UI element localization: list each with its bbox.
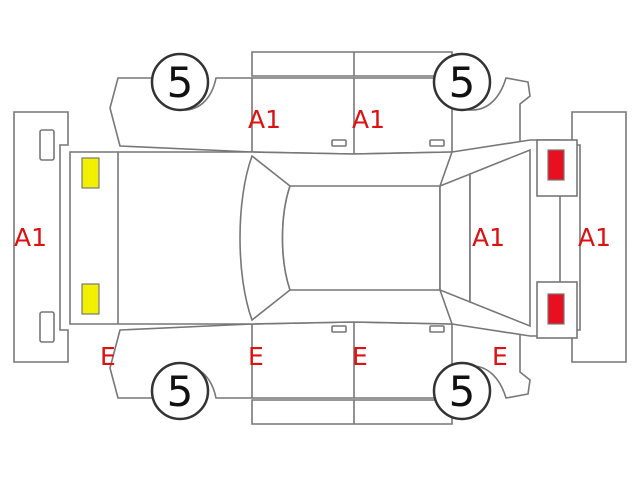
roof [281, 185, 441, 291]
front-bumper [13, 111, 69, 363]
top-side-skirt [251, 51, 453, 77]
wheel-rear-left: 5 [432, 52, 492, 112]
wheel-grade-rear-right: 5 [449, 367, 476, 416]
code-rear-fender-bottom: E [492, 342, 508, 371]
front-lamp-top [81, 157, 100, 189]
rear-lamp-top [547, 149, 565, 181]
rear-lamp-bottom [547, 293, 565, 325]
wheel-grade-rear-left: 5 [449, 58, 476, 107]
code-rear-door-bottom: E [352, 342, 368, 371]
bottom-side-skirt [251, 399, 453, 425]
wheel-front-left: 5 [150, 52, 210, 112]
front-bumper-vent-bottom [39, 311, 55, 343]
code-front-door-bottom: E [248, 342, 264, 371]
wheel-grade-front-right: 5 [167, 367, 194, 416]
wheel-rear-right: 5 [432, 361, 492, 421]
front-bumper-vent-top [39, 129, 55, 161]
code-front-fender-bottom: E [100, 342, 116, 371]
code-rear-door-top: A1 [352, 105, 385, 134]
tailgate [469, 148, 531, 328]
front-lamp-bottom [81, 283, 100, 315]
code-tailgate: A1 [472, 223, 505, 252]
wheel-front-right: 5 [150, 361, 210, 421]
rear-window [439, 172, 471, 304]
wheel-grade-front-left: 5 [167, 58, 194, 107]
code-front-bumper: A1 [14, 223, 47, 252]
code-rear-bumper: A1 [578, 223, 611, 252]
code-front-door-top: A1 [248, 105, 281, 134]
